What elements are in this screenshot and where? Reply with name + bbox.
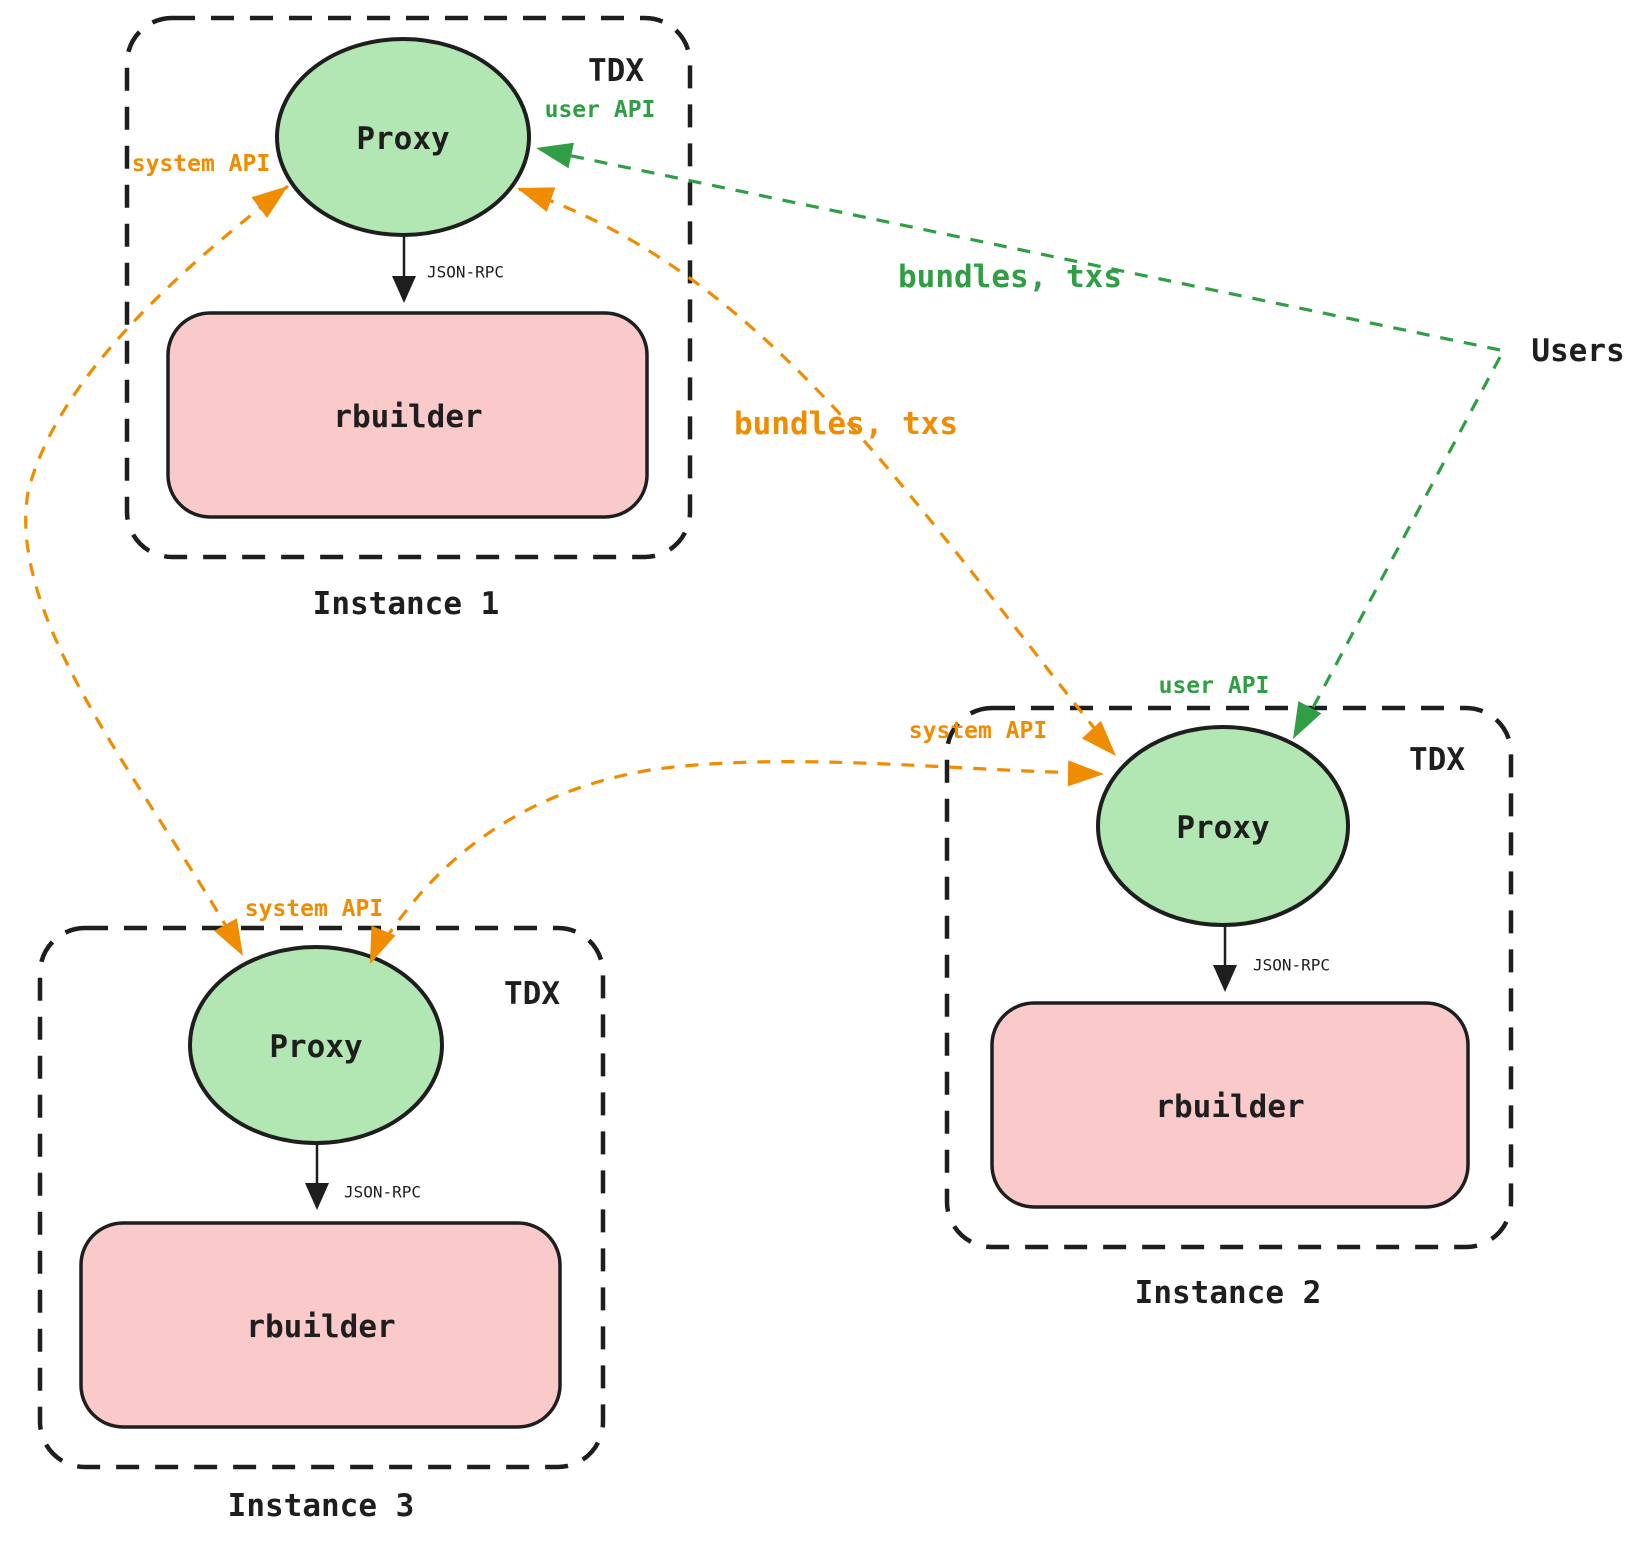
instance-3-group: TDX xyxy=(37,925,606,1470)
instance-1-tdx-box xyxy=(124,15,693,560)
orange-arrowhead-icon xyxy=(214,918,243,956)
instance-2-proxy-node xyxy=(1096,725,1350,927)
jsonrpc-arrowhead-icon xyxy=(305,1183,329,1210)
instance-2-rbuilder-node xyxy=(990,1001,1470,1209)
instance-3-jsonrpc-arrow: JSON-RPC xyxy=(305,1145,421,1210)
instance-3-rbuilder-label: rbuilder xyxy=(246,1309,395,1345)
orange-arrowhead-icon xyxy=(370,925,396,964)
instance-1-group: TDX xyxy=(124,15,693,560)
bundles-txs-user-label: bundles, txs xyxy=(898,259,1122,295)
bundles-txs-system-label: bundles, txs xyxy=(734,406,958,442)
user-api-link-users-instance1 xyxy=(547,149,1501,352)
instance-1-rbuilder-node xyxy=(166,311,649,519)
instance-1-tdx-label: TDX xyxy=(588,53,644,89)
orange-arrowhead-icon xyxy=(1067,760,1104,787)
instance-2-group: TDX xyxy=(944,705,1514,1250)
instance-2-proxy-label: Proxy xyxy=(1176,810,1269,846)
instance-3-rbuilder-node xyxy=(79,1221,562,1429)
instance-2-jsonrpc-label: JSON-RPC xyxy=(1253,956,1330,975)
instance-1-jsonrpc-arrow: JSON-RPC xyxy=(392,237,504,303)
instance-1-proxy-label: Proxy xyxy=(356,121,449,157)
jsonrpc-arrowhead-icon xyxy=(1213,965,1237,992)
instance-2-system-api-label: system API xyxy=(909,718,1047,744)
instance-3-caption: Instance 3 xyxy=(228,1488,415,1524)
system-api-link-instance1-instance3 xyxy=(24,184,289,951)
green-arrowhead-icon xyxy=(1293,701,1322,739)
instance-3-tdx-box xyxy=(37,925,606,1470)
instance-2-user-api-label: user API xyxy=(1159,673,1270,699)
system-api-link-instance1-instance2 xyxy=(518,187,1114,752)
instance-3-proxy-node xyxy=(188,945,444,1145)
instance-1-system-api-label: system API xyxy=(132,151,270,177)
instance-1-jsonrpc-label: JSON-RPC xyxy=(427,263,504,282)
instance-2-jsonrpc-arrow: JSON-RPC xyxy=(1213,927,1330,992)
instance-1-user-api-label: user API xyxy=(545,97,656,123)
instance-2-tdx-label: TDX xyxy=(1409,742,1465,778)
instance-3-proxy-label: Proxy xyxy=(269,1029,362,1065)
instance-1-rbuilder-label: rbuilder xyxy=(333,399,482,435)
user-api-link-users-instance2 xyxy=(1298,356,1502,733)
instance-3-system-api-label: system API xyxy=(245,896,383,922)
instance-2-tdx-box xyxy=(944,705,1514,1250)
users-node-label: Users xyxy=(1531,333,1624,369)
instance-2-caption: Instance 2 xyxy=(1135,1275,1322,1311)
orange-arrowhead-icon xyxy=(1081,720,1116,756)
instance-1-proxy-node xyxy=(275,37,531,237)
jsonrpc-arrowhead-icon xyxy=(392,276,416,303)
orange-arrowhead-icon xyxy=(251,186,288,219)
orange-arrowhead-icon xyxy=(517,187,556,213)
instance-2-rbuilder-label: rbuilder xyxy=(1155,1089,1304,1125)
instance-3-jsonrpc-label: JSON-RPC xyxy=(344,1183,421,1202)
instance-3-tdx-label: TDX xyxy=(504,976,560,1012)
instance-1-caption: Instance 1 xyxy=(313,586,500,622)
green-arrowhead-icon xyxy=(536,142,574,169)
